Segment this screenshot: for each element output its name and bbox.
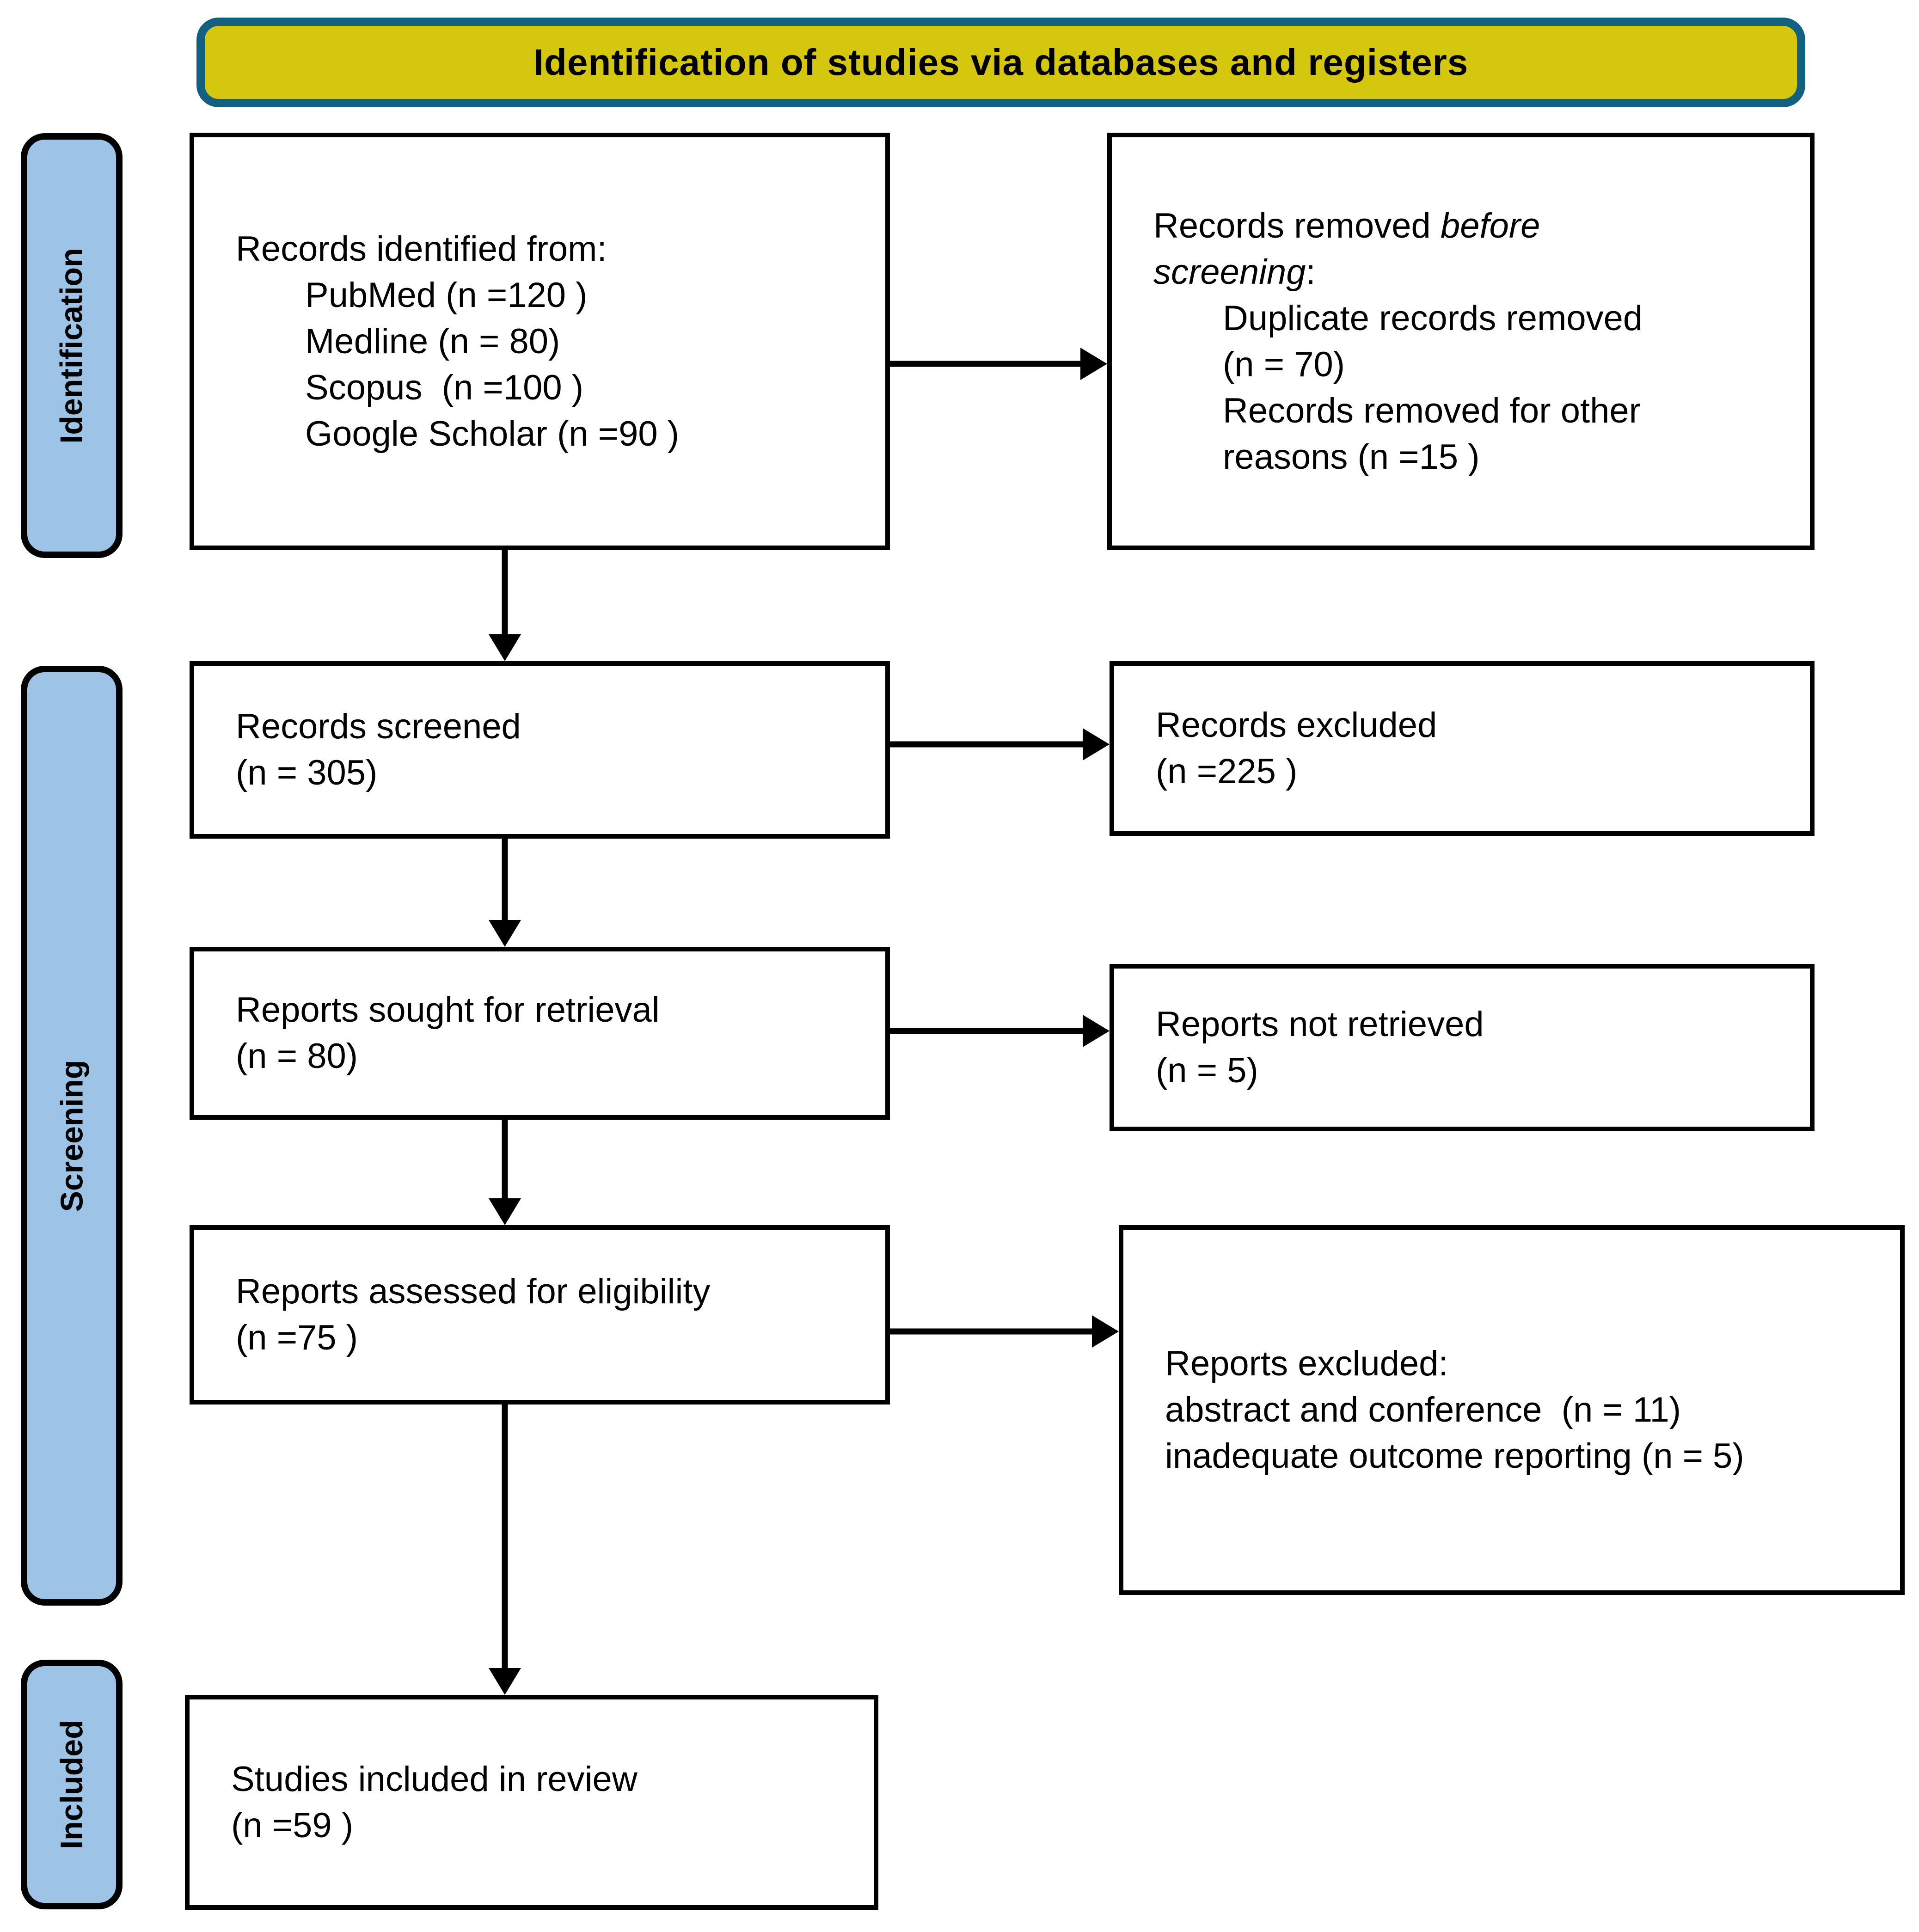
box-records-screened: Records screened (n = 305) [190,661,890,839]
arrow-head-icon [489,634,521,661]
box-records-excluded: Records excluded (n =225 ) [1110,661,1815,836]
banner-identification-via-databases: Identification of studies via databases … [196,18,1805,107]
arrow-shaft [502,550,508,635]
arrow-head-icon [1092,1315,1119,1348]
studies-included-count: (n =59 ) [231,1805,354,1845]
arrow-shaft [890,1328,1093,1335]
removed-other-line2: reasons (n =15 ) [1223,437,1480,477]
arrow-head-icon [1083,728,1110,761]
arrow-screened-to-sought [485,839,524,947]
box-reports-sought: Reports sought for retrieval (n = 80) [190,947,890,1120]
box-records-identified-title: Records identified from: [236,229,607,269]
banner-label: Identification of studies via databases … [533,42,1469,83]
arrow-sought-to-assessed [485,1120,524,1225]
arrow-shaft [890,361,1081,367]
box-reports-excluded: Reports excluded: abstract and conferenc… [1119,1225,1905,1595]
arrow-identified-to-removed [890,344,1107,383]
reports-sought-count: (n = 80) [236,1037,358,1076]
reports-excluded-title: Reports excluded: [1165,1344,1448,1383]
box-studies-included: Studies included in review (n =59 ) [185,1695,878,1910]
reports-assessed-count: (n =75 ) [236,1318,358,1357]
reports-excluded-reason-outcome: inadequate outcome reporting (n = 5) [1165,1436,1744,1476]
source-google-scholar: Google Scholar (n =90 ) [305,414,680,454]
arrow-shaft [502,1120,508,1199]
stage-included: Included [21,1660,123,1909]
stage-identification-label: Identification [54,247,90,444]
reports-not-retrieved-label: Reports not retrieved [1156,1005,1484,1044]
arrow-head-icon [489,920,521,947]
removed-title-line2: screening: [1153,252,1316,292]
removed-title-line1: Records removed before [1153,206,1540,245]
arrow-assessed-to-reports-excluded [890,1312,1119,1351]
arrow-shaft [502,839,508,921]
records-excluded-label: Records excluded [1156,705,1437,745]
studies-included-label: Studies included in review [231,1759,638,1799]
arrow-sought-to-not-retrieved [890,1012,1110,1050]
records-screened-label: Records screened [236,707,521,746]
stage-included-label: Included [54,1720,90,1849]
source-scopus: Scopus (n =100 ) [305,368,584,407]
box-reports-assessed: Reports assessed for eligibility (n =75 … [190,1225,890,1405]
arrow-head-icon [489,1198,521,1225]
records-screened-count: (n = 305) [236,753,378,792]
box-records-identified: Records identified from: PubMed (n =120 … [190,133,890,550]
arrow-identified-to-screened [485,550,524,661]
stage-identification: Identification [21,133,123,558]
stage-screening: Screening [21,666,123,1606]
arrow-head-icon [1083,1015,1110,1047]
arrow-shaft [890,741,1084,748]
removed-duplicates-line1: Duplicate records removed [1223,298,1643,338]
box-reports-not-retrieved: Reports not retrieved (n = 5) [1110,964,1815,1131]
box-records-removed-before-screening: Records removed before screening: Duplic… [1107,133,1815,550]
arrow-shaft [502,1405,508,1669]
reports-excluded-reason-abstract: abstract and conference (n = 11) [1165,1390,1681,1429]
source-medline: Medline (n = 80) [305,321,560,361]
reports-not-retrieved-count: (n = 5) [1156,1051,1258,1090]
removed-other-line1: Records removed for other [1223,391,1641,430]
reports-sought-label: Reports sought for retrieval [236,990,660,1030]
stage-screening-label: Screening [54,1060,89,1212]
arrow-shaft [890,1028,1084,1034]
arrow-assessed-to-included [485,1405,524,1695]
arrow-head-icon [1080,348,1107,380]
source-pubmed: PubMed (n =120 ) [305,275,588,315]
removed-duplicates-line2: (n = 70) [1223,344,1345,384]
arrow-screened-to-excluded [890,725,1110,764]
reports-assessed-label: Reports assessed for eligibility [236,1272,711,1311]
records-excluded-count: (n =225 ) [1156,752,1298,791]
arrow-head-icon [489,1668,521,1695]
